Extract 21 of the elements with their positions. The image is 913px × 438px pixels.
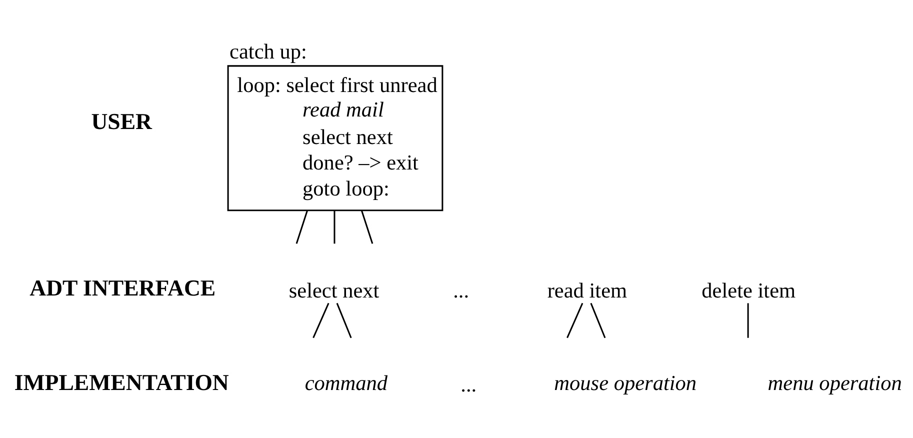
connector bbox=[566, 302, 584, 338]
node-box: loop: select first unread read mail select next done? –> exit goto loop: bbox=[227, 64, 444, 211]
connector bbox=[336, 302, 352, 338]
connector bbox=[747, 302, 749, 338]
node-text: menu operation bbox=[768, 370, 902, 395]
label: IMPLEMENTATION bbox=[14, 369, 229, 394]
connector bbox=[296, 210, 308, 244]
connector bbox=[590, 302, 606, 338]
node-text: read item bbox=[547, 278, 628, 302]
node-label: catch up: bbox=[230, 39, 307, 64]
connector bbox=[334, 210, 336, 244]
node-text: mouse operation bbox=[554, 370, 697, 395]
node-text: delete item bbox=[702, 278, 796, 302]
connector bbox=[312, 302, 330, 338]
node-text: command bbox=[304, 370, 388, 395]
label: USER bbox=[91, 108, 152, 134]
connector bbox=[360, 210, 374, 244]
node-text: select next bbox=[288, 278, 380, 302]
node-text: ... bbox=[460, 372, 477, 396]
label: ADT INTERFACE bbox=[30, 275, 216, 300]
node-text: ... bbox=[453, 278, 470, 302]
